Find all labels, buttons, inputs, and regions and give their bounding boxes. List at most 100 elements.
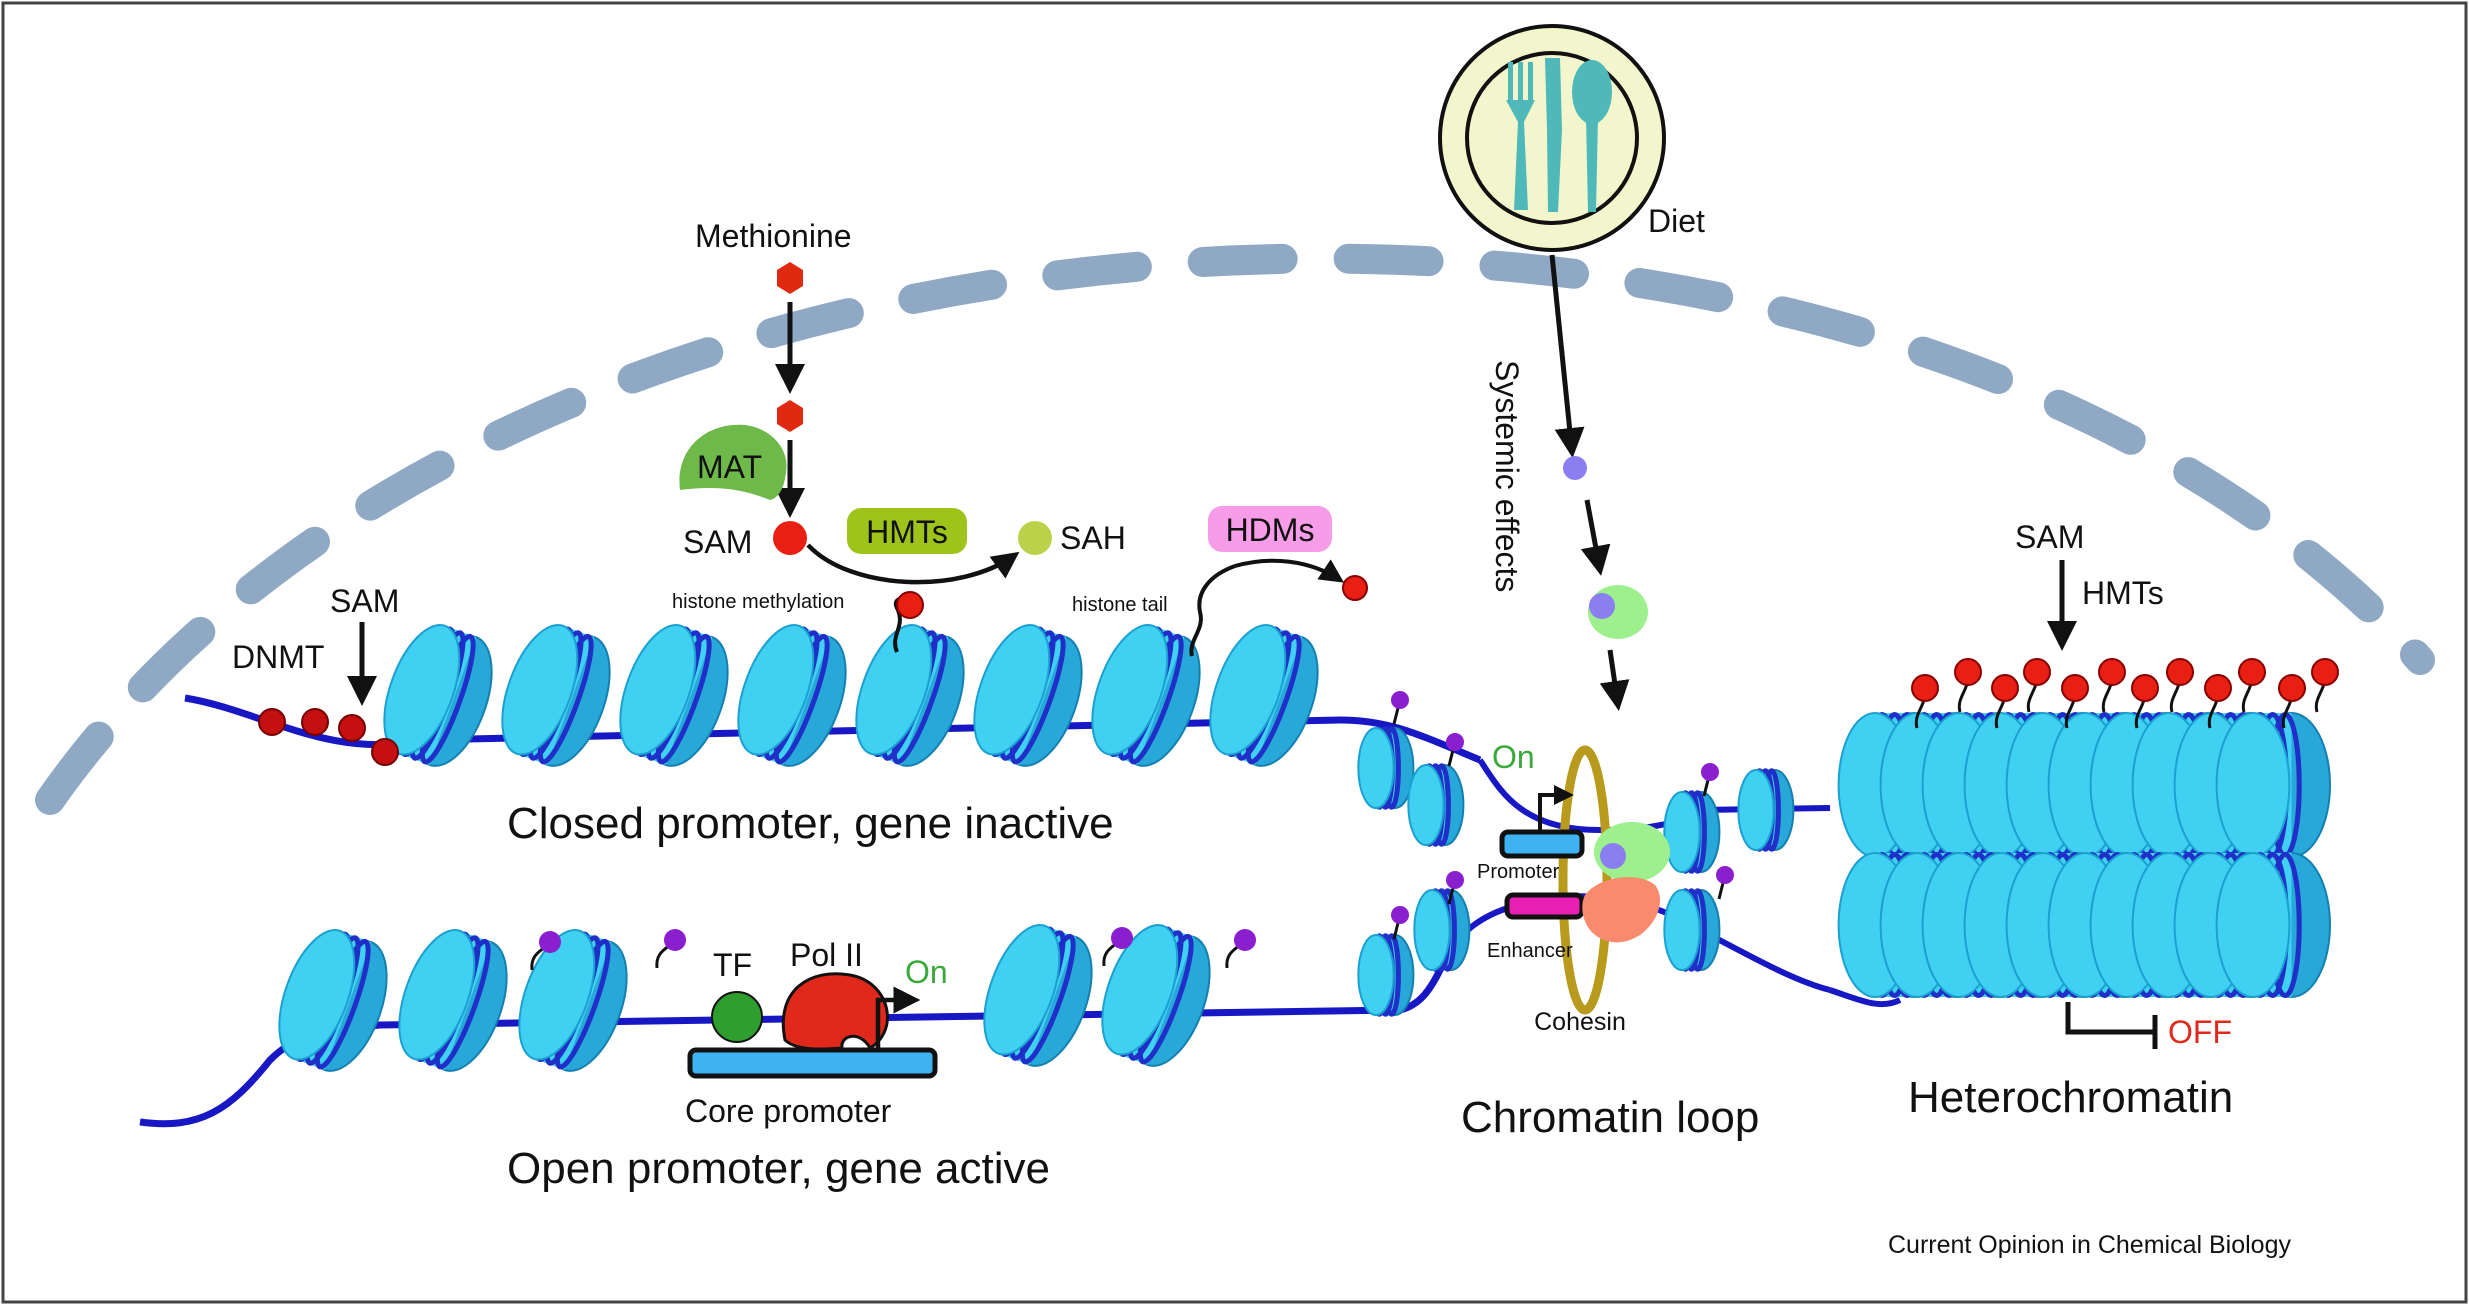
- nucleosome-loop-body-6: [1413, 888, 1471, 972]
- acetyl-mark: [1234, 929, 1256, 951]
- credit-text: Current Opinion in Chemical Biology: [1888, 1231, 2291, 1259]
- hetero-nucleosome-1-10: [2215, 711, 2331, 859]
- on-loop-label: On: [1492, 739, 1535, 775]
- loop-promoter-bar: [1499, 829, 1585, 859]
- histone-tail: [1189, 564, 1236, 657]
- nucleosome-open-4-body: [983, 923, 1093, 1067]
- cohesin-label: Cohesin: [1534, 1008, 1626, 1036]
- mat-enzyme: [679, 424, 787, 500]
- hetero-methyl-mark: [2131, 674, 2159, 702]
- loop-acetyl-mark: [1391, 906, 1409, 924]
- metabolite-in-carrier: [1589, 593, 1615, 619]
- sam-right-label: SAM: [2015, 519, 2084, 555]
- nucleosome-loop-5: [1357, 933, 1415, 1017]
- nucleosome-loop-3: [1663, 790, 1721, 874]
- hetero-methyl-mark: [2061, 674, 2089, 702]
- nucleosome-closed-3-body: [619, 623, 729, 767]
- hmts-center-label: HMTs: [866, 514, 948, 550]
- open-promoter-label: Open promoter, gene active: [507, 1144, 1050, 1193]
- nucleosome-open-4: [983, 923, 1093, 1067]
- methionine-molecule-2: [777, 400, 803, 432]
- hetero-methyl-mark: [2238, 658, 2266, 686]
- nucleosome-open-3-body: [518, 928, 628, 1072]
- nucleosome-closed-8: [1209, 623, 1319, 767]
- heterochromatin-methyl-marks: [1911, 658, 2339, 729]
- removed-methyl-mark: [1342, 575, 1368, 601]
- histone-methylation-label: histone methylation: [672, 591, 844, 613]
- nucleosome-loop-1: [1357, 726, 1415, 810]
- nucleosome-closed-2: [501, 623, 611, 767]
- tf-protein: [711, 991, 763, 1043]
- nucleosome-closed-8-body: [1209, 623, 1319, 767]
- loop-acetyl-mark: [1716, 866, 1734, 884]
- hetero-methyl-mark: [2023, 658, 2051, 686]
- nucleosome-open-3: [518, 928, 628, 1072]
- core-promoter-label: Core promoter: [685, 1093, 892, 1129]
- hetero-methyl-mark: [2278, 674, 2306, 702]
- nucleosome-loop-4: [1737, 768, 1795, 852]
- nucleosome-loop-body-7: [1663, 888, 1721, 972]
- closed-promoter-label: Closed promoter, gene inactive: [507, 799, 1114, 848]
- systemic-effects-label: Systemic effects: [1489, 360, 1525, 592]
- nucleosome-loop-2: [1407, 763, 1465, 847]
- loop-acetyl-mark: [1446, 733, 1464, 751]
- nucleosome-array-loop: [1357, 691, 1795, 1017]
- nucleosome-loop-6: [1413, 888, 1471, 972]
- nucleosome-closed-6: [973, 623, 1083, 767]
- nucleosome-open-1-body: [278, 928, 388, 1072]
- histone-methyl-mark: [896, 591, 924, 619]
- nuclear-membrane: [35, 243, 2435, 815]
- diet-metabolite: [1563, 456, 1587, 480]
- nucleosome-loop-body-3: [1663, 790, 1721, 874]
- nucleosome-loop-body-4: [1737, 768, 1795, 852]
- nucleosome-closed-1-body: [383, 623, 493, 767]
- nucleosome-closed-2-body: [501, 623, 611, 767]
- nucleosome-closed-4: [737, 623, 847, 767]
- nucleosome-closed-7-body: [1091, 623, 1201, 767]
- methionine-label: Methionine: [695, 218, 852, 254]
- acetyl-mark: [1111, 927, 1133, 949]
- loop-on-arrow: [1538, 785, 1574, 830]
- nucleosome-array-open: [278, 923, 1256, 1072]
- cohesin-ring: [1558, 745, 1612, 1015]
- hetero-methyl-mark: [1991, 674, 2019, 702]
- nucleosome-closed-4-body: [737, 623, 847, 767]
- heterochromatin-block: [1837, 711, 2331, 999]
- dnmt-label: DNMT: [232, 639, 324, 675]
- mat-label: MAT: [697, 449, 762, 485]
- nucleosome-closed-7: [1091, 623, 1201, 767]
- hetero-methyl-mark: [2166, 658, 2194, 686]
- core-promoter-bar: [687, 1047, 938, 1079]
- hetero-methyl-mark: [1954, 658, 1982, 686]
- hetero-methyl-mark: [2098, 658, 2126, 686]
- sah-molecule: [1018, 521, 1052, 555]
- nucleosome-closed-5-body: [855, 623, 965, 767]
- systemic-arrow-2: [1599, 649, 1630, 711]
- hetero-methyl-mark: [2204, 674, 2232, 702]
- hetero-nucleosome-body-2-10: [2215, 851, 2331, 999]
- tf-label: TF: [713, 947, 752, 983]
- acetyl-mark: [539, 931, 561, 953]
- sam-to-sah-arrow: [806, 543, 1020, 585]
- nucleosome-closed-3: [619, 623, 729, 767]
- hetero-nucleosome-body-1-10: [2215, 711, 2331, 859]
- methionine-molecule: [777, 262, 803, 294]
- mediator-complex: [1582, 877, 1660, 943]
- nucleosome-array-closed: [383, 623, 1319, 767]
- nucleosome-loop-body-1: [1357, 726, 1415, 810]
- hmts-right-label: HMTs: [2082, 575, 2164, 611]
- diet-arrow: [1549, 254, 1585, 458]
- transcription-start-arrow: [875, 986, 921, 1048]
- diet-metabolite-bound: [1600, 843, 1626, 869]
- off-repression-arrow: [2065, 1002, 2155, 1035]
- hdms-arrow: [1234, 558, 1344, 583]
- dna-methyl-marks: [258, 708, 399, 766]
- nucleosome-loop-7: [1663, 888, 1721, 972]
- nucleosome-open-5-body: [1101, 923, 1211, 1067]
- cutlery-icon: [1506, 58, 1612, 212]
- hetero-methyl-mark: [2311, 658, 2339, 686]
- nucleosome-open-5: [1101, 923, 1211, 1067]
